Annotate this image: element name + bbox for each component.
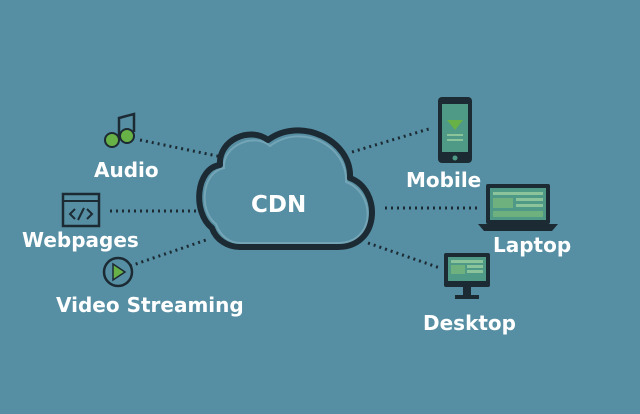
code-window-icon [61, 192, 101, 228]
connector-desktop [367, 241, 441, 270]
connector-video [129, 238, 207, 268]
mobile-phone-icon [438, 97, 472, 163]
connector-audio [139, 138, 223, 159]
desktop-monitor-icon [444, 253, 490, 299]
laptop-icon [478, 184, 558, 231]
play-button-icon [102, 256, 134, 288]
connector-mobile [351, 126, 433, 154]
source-label-webpages: Webpages [22, 228, 139, 252]
cloud-inner-outline [203, 135, 369, 244]
source-label-video-streaming: Video Streaming [56, 293, 244, 317]
music-note-icon [104, 112, 136, 148]
device-label-laptop: Laptop [493, 233, 572, 257]
source-label-audio: Audio [94, 158, 159, 182]
cdn-center-label: CDN [251, 192, 307, 218]
cdn-cloud-shape [196, 127, 375, 250]
device-label-desktop: Desktop [423, 311, 516, 335]
device-label-mobile: Mobile [406, 168, 482, 192]
